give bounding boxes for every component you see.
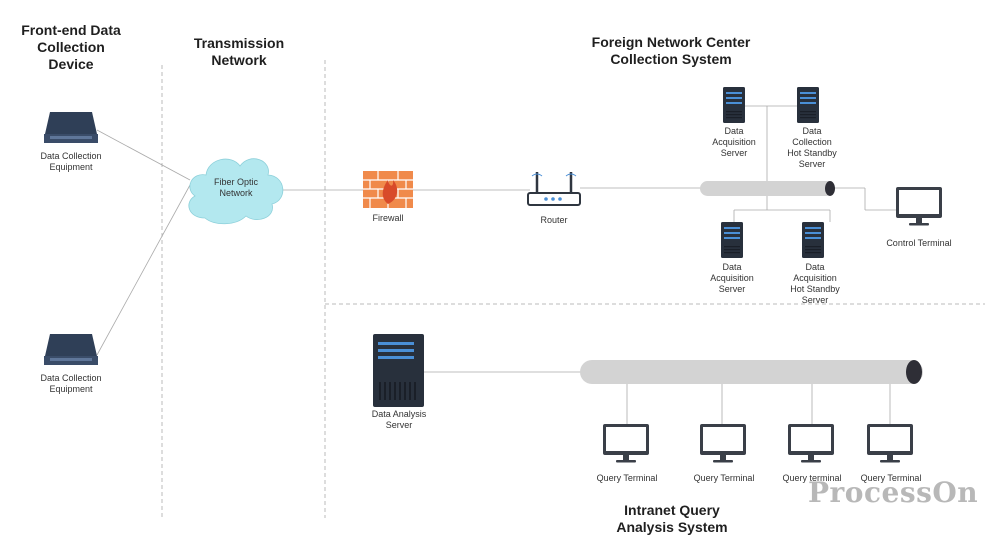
server-icon [721, 222, 743, 258]
label-control-terminal: Control Terminal [886, 238, 952, 248]
section-title-frontend: Front-end Data Collection Device [21, 22, 121, 72]
equipment-icon [44, 334, 98, 365]
firewall-icon [363, 171, 413, 208]
analysis-server-icon [373, 334, 424, 407]
router-icon [527, 172, 581, 206]
equipment-icon [44, 112, 98, 143]
watermark-logo: ProcessOn [808, 476, 979, 509]
label-standby-bottom: Data Acquisition Hot Standby Server [790, 262, 840, 305]
label-analysis-server: Data Analysis Server [371, 409, 427, 430]
monitor-icon [603, 424, 649, 463]
monitor-icon [700, 424, 746, 463]
cloud-icon [188, 158, 284, 225]
server-icon [723, 87, 745, 123]
monitor-icon [867, 424, 913, 463]
label-acq-server-top: Data Acquisition Server [712, 126, 756, 158]
label-query-2: Query Terminal [693, 473, 755, 483]
server-icon [802, 222, 824, 258]
label-fiber: Fiber Optic Network [213, 177, 258, 198]
label-query-3: Query terminal [782, 473, 842, 483]
label-router: Router [540, 215, 568, 225]
label-acq-server-bottom: Data Acquisition Server [710, 262, 754, 294]
label-firewall: Firewall [372, 213, 404, 223]
monitor-icon [788, 424, 834, 463]
connections [96, 105, 898, 424]
section-title-transmission: Transmission Network [193, 35, 285, 68]
label-query-1: Query Terminal [596, 473, 658, 483]
label-equipment-1: Data Collection Equipment [40, 151, 102, 172]
section-title-intranet: Intranet Query Analysis System [616, 502, 728, 535]
server-icon [797, 87, 819, 123]
section-title-foreign: Foreign Network Center Collection System [591, 34, 751, 67]
label-standby-top: Data Collection Hot Standby Server [787, 126, 837, 169]
monitor-icon [896, 187, 942, 226]
bus-top [700, 181, 835, 196]
label-query-4: Query Terminal [860, 473, 922, 483]
bus-bottom [580, 360, 923, 384]
label-equipment-2: Data Collection Equipment [40, 373, 102, 394]
